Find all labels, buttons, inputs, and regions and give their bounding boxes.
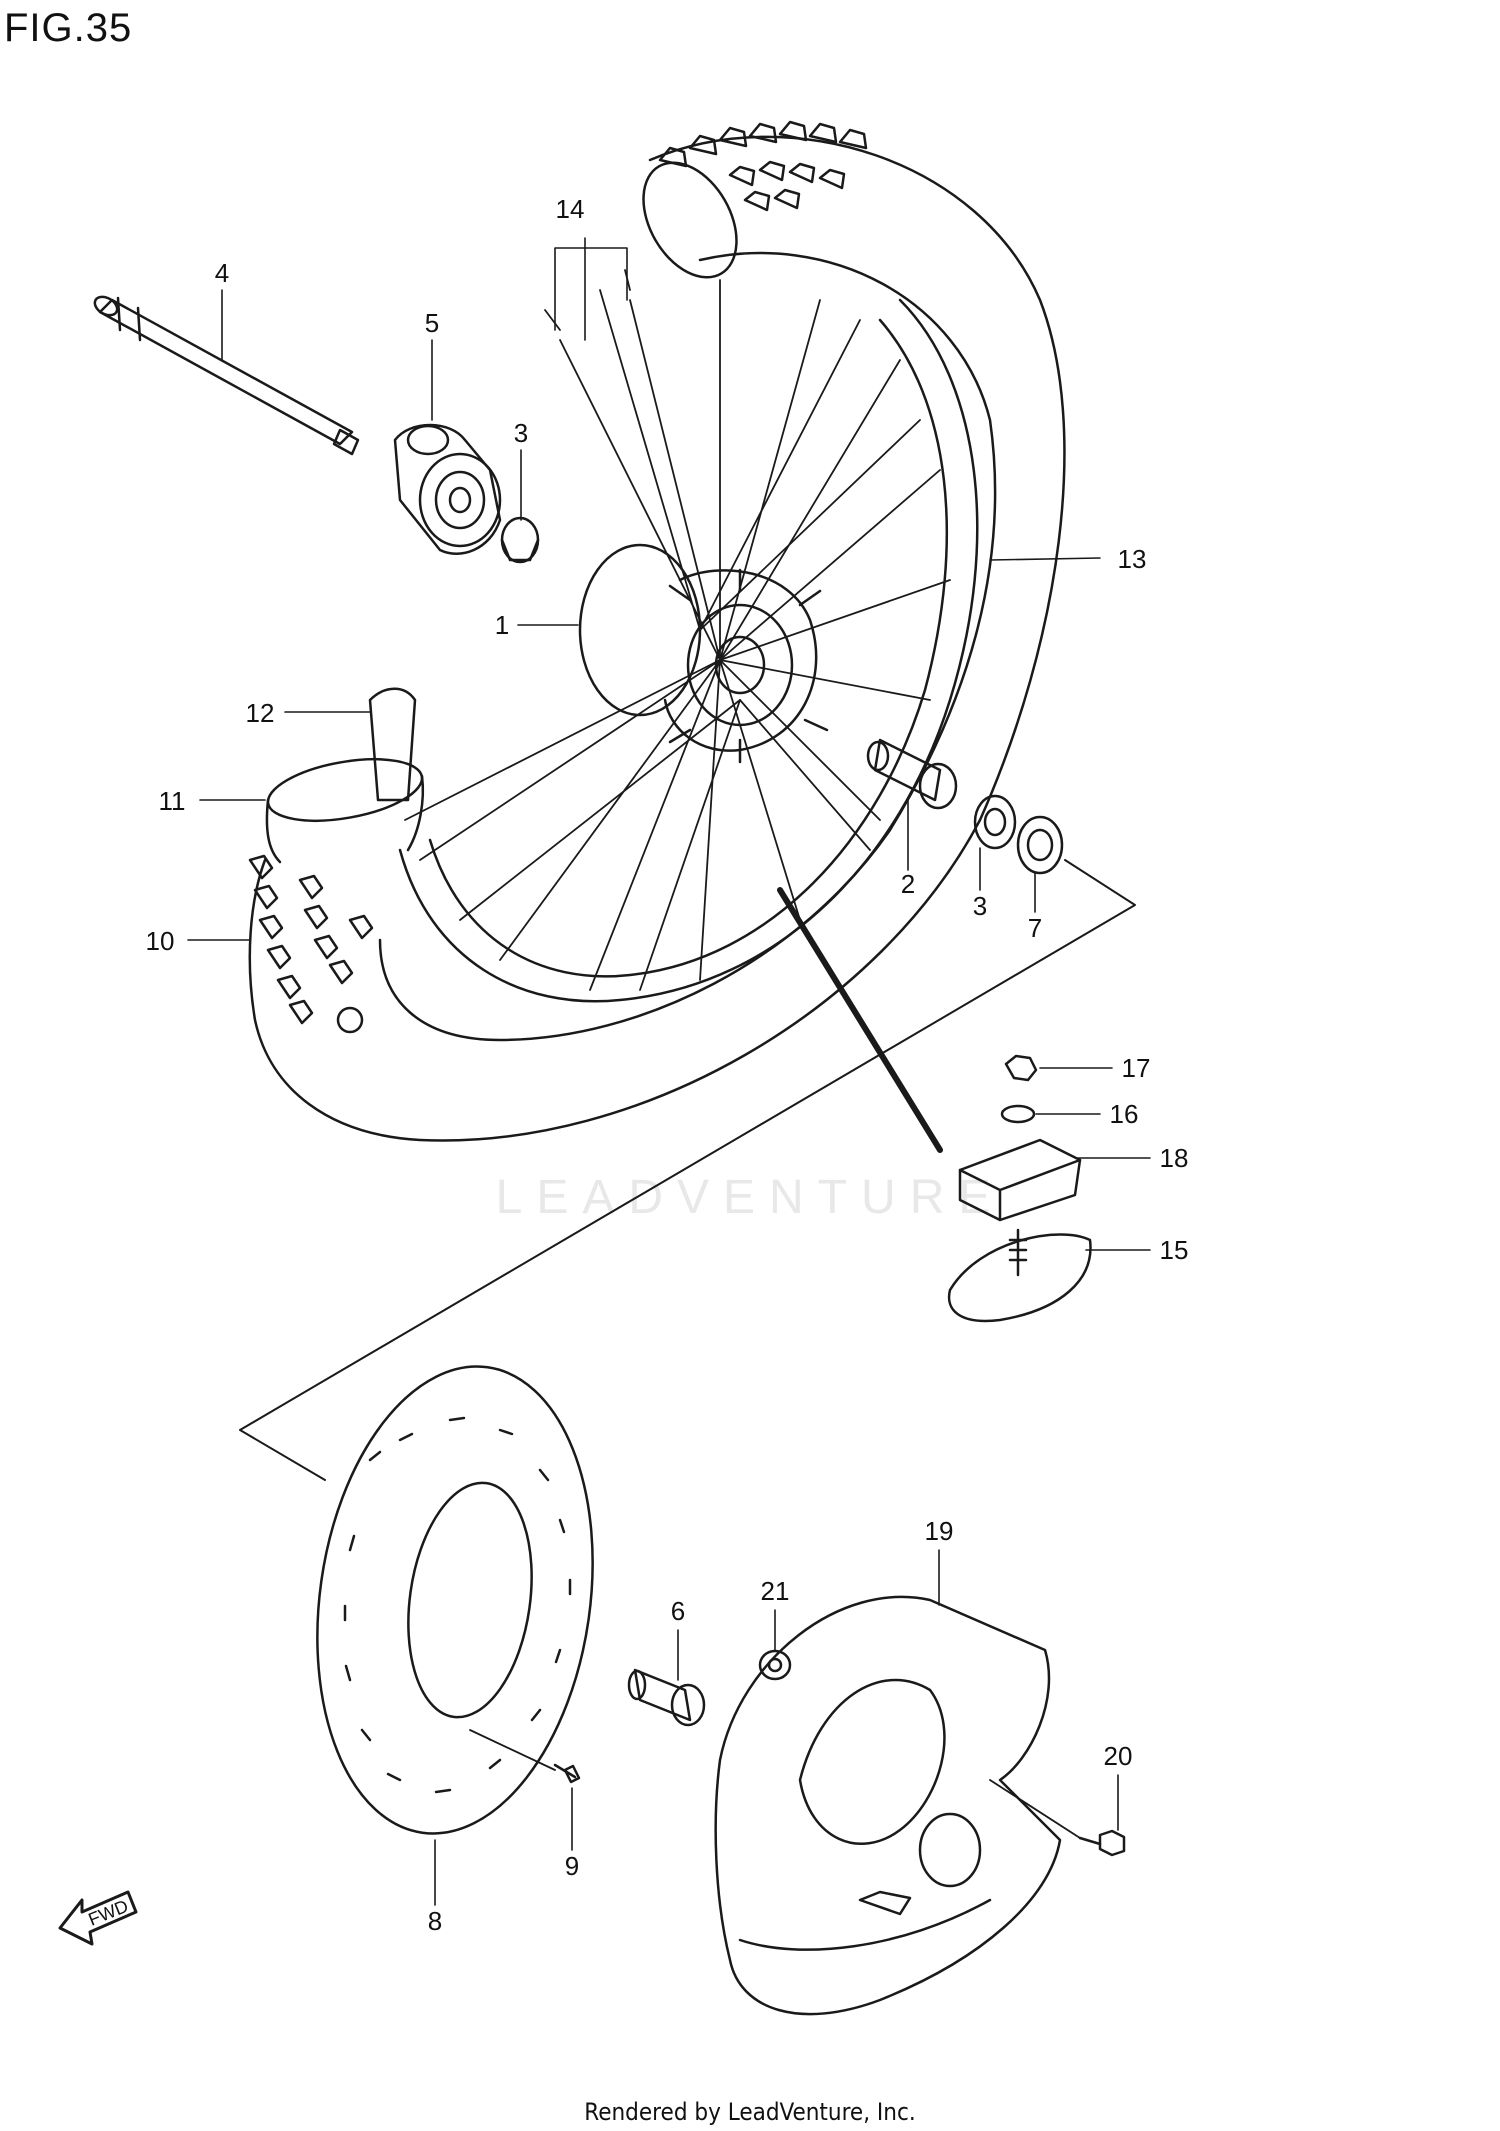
bearing-top-shape [500, 516, 540, 564]
watermark-text: LEADVENTURE [495, 1171, 1005, 1224]
callout-9: 9 [565, 1851, 579, 1881]
cover-bolt-shape [989, 1779, 1126, 1857]
callout-3-right: 3 [973, 891, 987, 921]
hub-shape [578, 543, 829, 764]
callout-18: 18 [1160, 1143, 1189, 1173]
callout-21: 21 [761, 1576, 790, 1606]
callout-12: 12 [246, 698, 275, 728]
callout-2: 2 [901, 869, 915, 899]
callout-10: 10 [146, 926, 175, 956]
disc-shape [316, 1365, 594, 1835]
callout-17: 17 [1122, 1053, 1151, 1083]
washer-shape [1000, 1104, 1036, 1124]
fwd-arrow-shape [58, 1890, 138, 1946]
callout-numbers: 14 4 5 3 13 1 12 11 10 2 3 7 17 16 18 15… [146, 194, 1189, 1936]
bearing-right-shape [973, 794, 1017, 850]
rimlock-shape [947, 1228, 1092, 1323]
rim-shape [398, 298, 979, 1003]
callout-16: 16 [1110, 1099, 1139, 1129]
callout-8: 8 [428, 1906, 442, 1936]
callout-14: 14 [556, 194, 585, 224]
cover-shape [714, 1595, 1062, 2016]
nut-shape [1004, 1054, 1038, 1082]
tire-shape [248, 120, 1066, 1142]
callout-11: 11 [159, 786, 186, 816]
gearbox-shape [393, 423, 502, 555]
grommet-shape [758, 1649, 792, 1681]
callout-1: 1 [495, 610, 509, 640]
rim-band-shape [368, 687, 417, 802]
callout-19: 19 [925, 1516, 954, 1546]
figure-title: FIG.35 [4, 6, 133, 50]
footer-credit: Rendered by LeadVenture, Inc. [584, 2098, 916, 2126]
callout-6: 6 [671, 1596, 685, 1626]
spacer-shape [866, 738, 958, 810]
axle-shape [93, 295, 360, 456]
rimlock-arrow [777, 887, 943, 1153]
disc-bolt-shape [469, 1729, 581, 1784]
callout-20: 20 [1104, 1741, 1133, 1771]
leader-lines [187, 237, 1151, 1906]
spokes-shape [404, 269, 951, 991]
callout-13: 13 [1118, 544, 1147, 574]
callout-3-top: 3 [514, 418, 528, 448]
seal-shape [1016, 815, 1064, 875]
collar-shape [627, 1668, 706, 1727]
callout-15: 15 [1160, 1235, 1189, 1265]
callout-7: 7 [1028, 913, 1042, 943]
tube-shape [265, 758, 425, 864]
callout-5: 5 [425, 308, 439, 338]
pad-shape [958, 1138, 1082, 1222]
assembly-line [239, 859, 1136, 1481]
callout-4: 4 [215, 258, 229, 288]
